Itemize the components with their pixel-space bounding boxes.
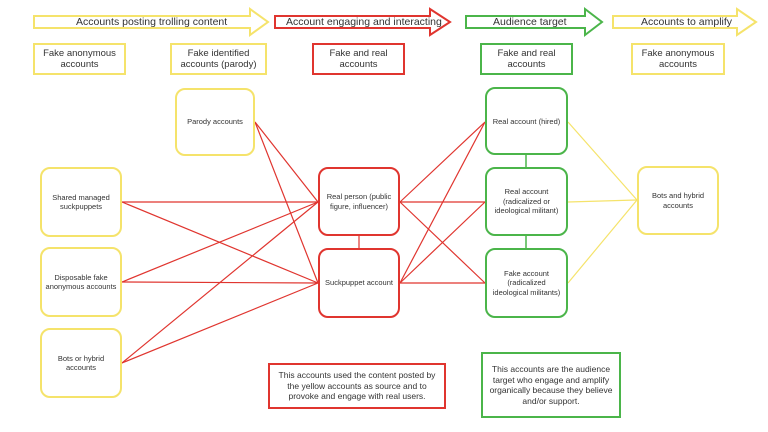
category-fake-and-real-green: Fake and real accounts [480,43,573,75]
link-bots-realperson [121,201,319,364]
link-bots-suckpuppet [121,282,319,364]
node-fake-account-radicalized: Fake account (radicalized ideological mi… [485,248,568,318]
stage-arrow-engaging [274,7,452,37]
stage-arrow-amplify [612,7,758,37]
node-real-account-hired: Real account (hired) [485,87,568,155]
category-fake-anonymous-left: Fake anonymous accounts [33,43,126,75]
stage-arrow-trolling [33,7,270,37]
category-fake-and-real-red: Fake and real accounts [312,43,405,75]
stage-label-trolling: Accounts posting trolling content [76,16,228,28]
stage-label-amplify: Accounts to amplify [641,16,733,28]
node-bots-and-hybrid-accounts: Bots and hybrid accounts [637,166,719,235]
link-realperson-hired [399,121,486,203]
link-fake-botsright [567,199,638,284]
node-real-account-radicalized: Real account (radicalized or ideological… [485,167,568,236]
link-disposable-realperson [121,201,319,283]
node-real-person: Real person (public figure, influencer) [318,167,400,236]
node-bots-or-hybrid-accounts: Bots or hybrid accounts [40,328,122,398]
category-fake-anonymous-right: Fake anonymous accounts [631,43,725,75]
category-fake-identified: Fake identified accounts (parody) [170,43,267,75]
note-green-accounts: This accounts are the audience target wh… [481,352,621,418]
note-red-accounts: This accounts used the content posted by… [268,363,446,409]
stage-label-engaging: Account engaging and interacting [286,16,442,28]
node-disposable-fake-accounts: Disposable fake anonymous accounts [40,247,122,317]
stage-arrow-audience [465,6,604,38]
link-parody-realperson [254,121,319,203]
node-shared-managed-suckpuppets: Shared managed suckpuppets [40,167,122,237]
link-suckpuppet-hired [399,121,486,284]
node-parody-accounts: Parody accounts [175,88,255,156]
stage-label-audience: Audience target [493,16,567,28]
link-radicalized-botsright [567,199,638,203]
node-suckpuppet-account: Suckpuppet account [318,248,400,318]
link-hired-botsright [567,121,638,201]
link-suckpuppet-radicalized [399,201,486,284]
